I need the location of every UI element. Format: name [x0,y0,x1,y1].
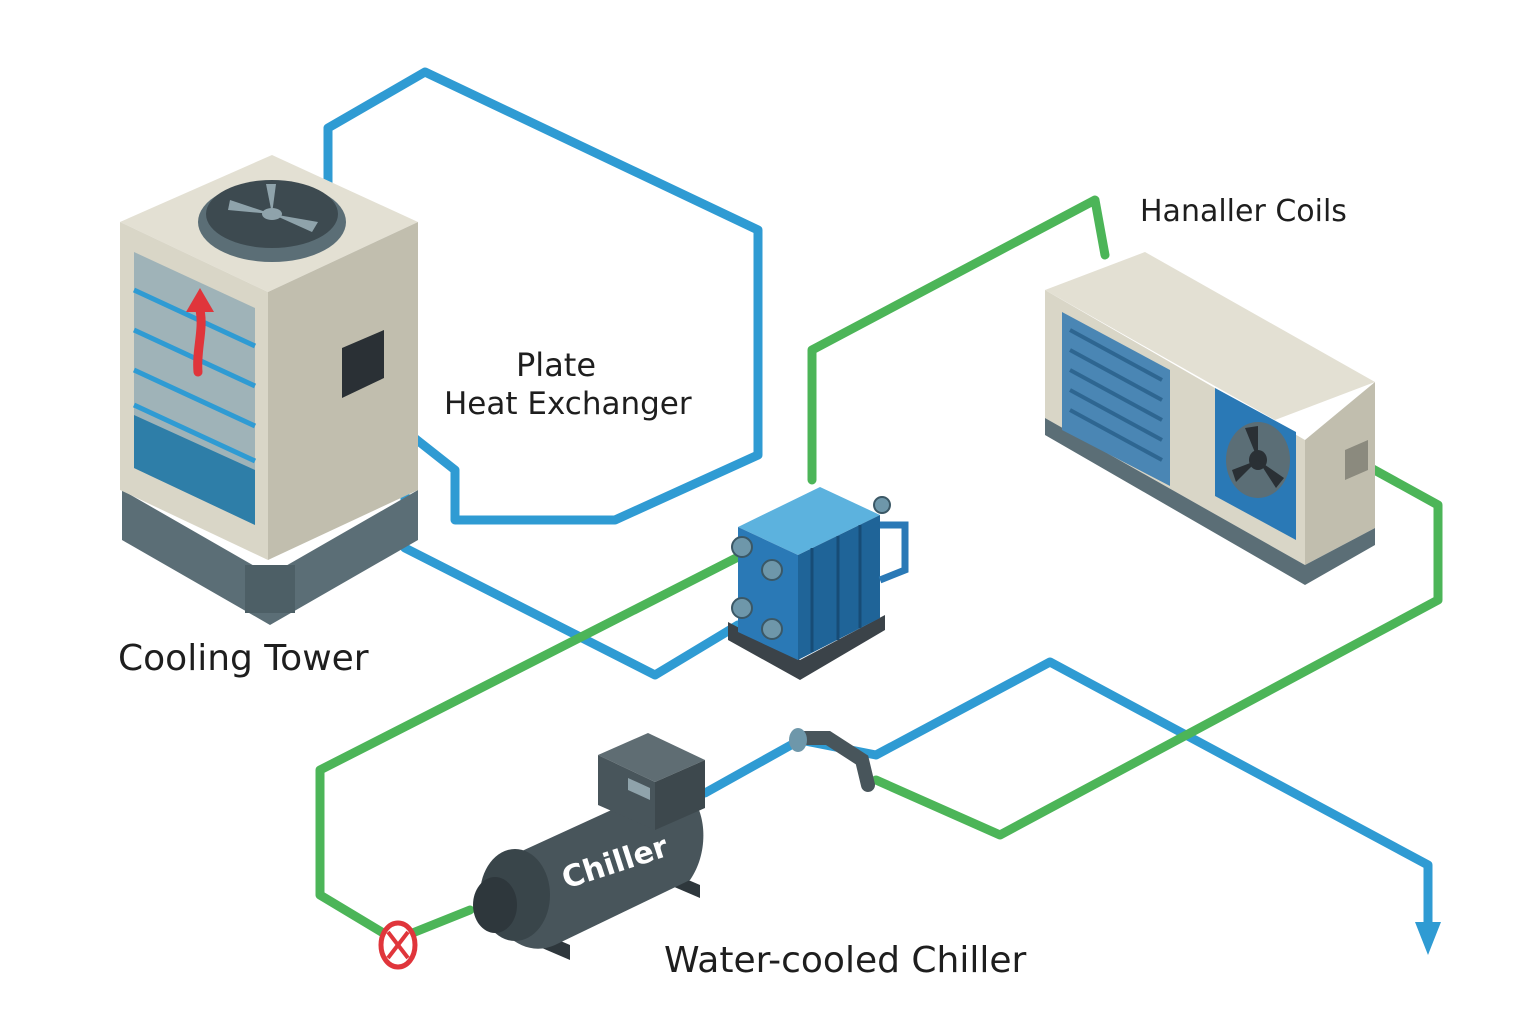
fan-icon [1215,388,1296,540]
tower-top-supply-pipe [323,67,763,525]
control-box-side [655,760,705,830]
air-handler-unit [1045,252,1375,585]
airflow-arrow-icon [186,288,214,377]
coils-label: Hanaller Coils [1140,194,1347,229]
tower-water-basin [134,415,255,525]
coils-return-pipe [871,457,1443,840]
cooling-tower [120,155,418,625]
control-box-top [598,733,705,782]
plate-heat-exchanger-label-line1: Plate [516,346,597,384]
phe-ports [731,496,891,640]
phe-side-loop [878,521,909,584]
plate-heat-exchanger-label-line2: Heat Exchanger [444,386,692,422]
cooling-tower-label: Cooling Tower [118,638,369,679]
tower-pipe-port [342,330,384,398]
valve-icon [378,920,418,970]
ahu-top [1045,252,1375,420]
plate-heat-exchanger-icon [728,487,909,680]
exchanger-to-chiller-pipe [315,550,747,945]
flow-arrow-down-icon [1415,922,1441,955]
water-cooled-chiller-label: Water-cooled Chiller [664,940,1027,981]
control-box-screen [628,778,650,800]
pipe-fitting-icon [789,728,875,792]
fan-icon [198,180,346,262]
chilled-water-pipes [315,195,1443,945]
chilled-loop-blue-pipe [700,657,1433,930]
tower-leg [245,565,295,613]
ahu-side [1305,382,1375,565]
ahu-pipe-port [1345,440,1368,480]
chiller-icon [473,733,705,960]
phe-skid [728,615,885,680]
phe-front [738,527,798,660]
phe-plates [810,525,862,652]
coil-louver-icon [1062,312,1170,486]
control-box-front [598,755,655,830]
exchanger-to-coils-pipe [807,195,1110,485]
chiller-nozzle [473,877,517,933]
phe-top [738,487,880,555]
